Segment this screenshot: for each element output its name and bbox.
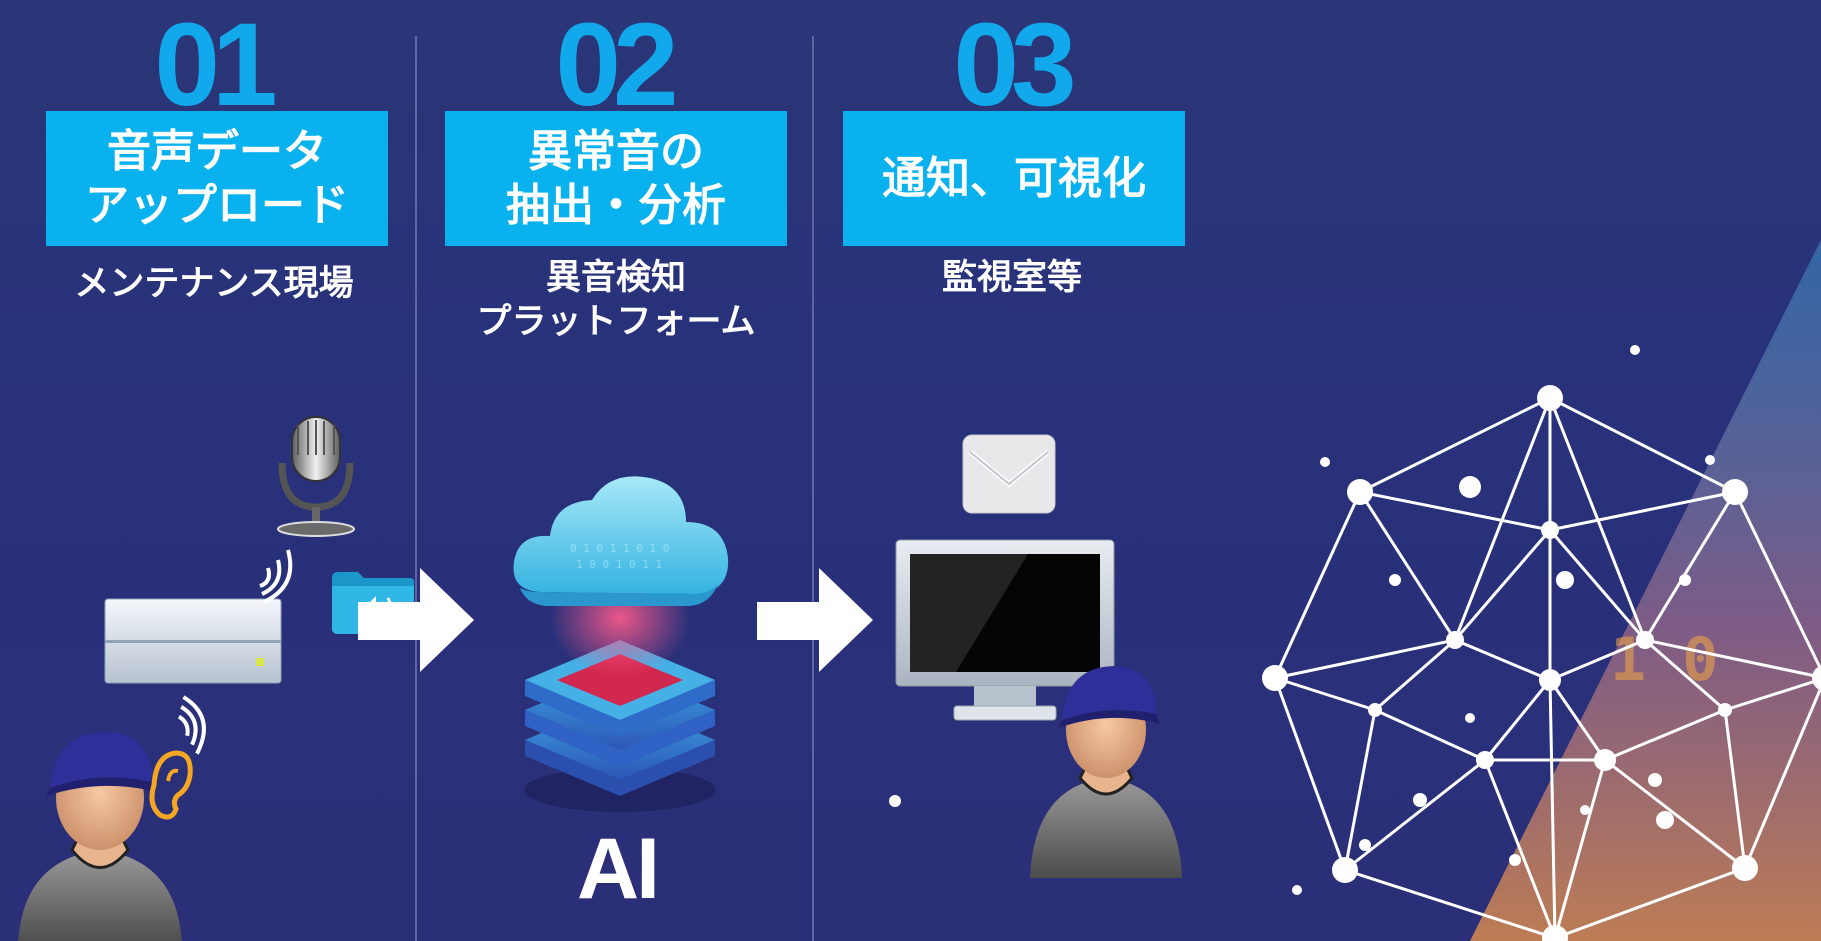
step-subtitle: 異音検知 プラットフォーム [476,258,756,342]
step-title-box: 異常音の 抽出・分析 [445,111,787,246]
step-number: 01 [154,0,277,131]
column-divider [415,36,417,941]
step-subtitle: 監視室等 [941,258,1082,298]
air-conditioner-icon [104,598,282,684]
network-graph-icon [1262,345,1821,941]
step-title-box: 音声データ アップロード [46,111,388,246]
ai-label: AI [577,821,660,917]
step-title: 異常音の 抽出・分析 [506,125,726,231]
svg-text:1 0 0 1 0 1 1: 1 0 0 1 0 1 1 [576,558,662,571]
column-divider [812,36,814,941]
ai-server-stack-icon [524,570,716,812]
arrow-right-icon [358,568,474,672]
monitor-icon [895,539,1115,721]
decorative-dot [889,795,901,807]
cloud-icon: 0 1 0 1 1 0 1 0 1 0 0 1 0 1 1 [513,476,729,606]
svg-text:0 1 0 1 1 0 1 0: 0 1 0 1 1 0 1 0 [570,542,669,555]
step-title: 音声データ アップロード [85,125,349,231]
binary-digits: 1 0 [1610,625,1718,695]
sound-wave-icon [259,549,293,604]
step-title: 通知、可視化 [882,152,1146,204]
step-title-box: 通知、可視化 [843,111,1185,246]
email-icon [962,434,1056,514]
sound-wave-icon [177,695,206,755]
step-subtitle: メンテナンス現場 [74,264,354,304]
step-number: 02 [555,0,678,131]
arrow-right-icon [757,568,873,672]
worker-icon [18,731,182,941]
ear-icon [149,750,193,820]
microphone-icon [277,416,355,537]
step-number: 03 [953,0,1076,131]
worker-icon [1030,666,1182,878]
